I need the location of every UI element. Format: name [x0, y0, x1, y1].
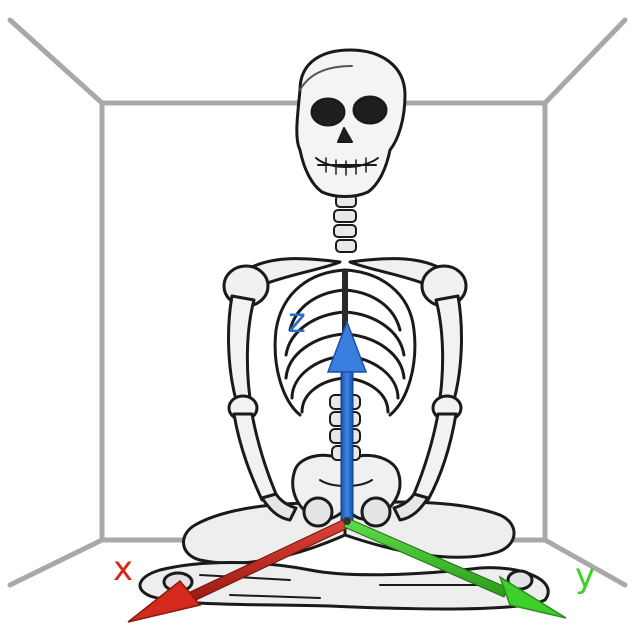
axes-origin [343, 517, 351, 525]
skeleton-skull [297, 50, 405, 197]
y-axis-label: y [575, 556, 595, 596]
room-edge-bottom-left-diagonal [10, 540, 102, 585]
room-edge-top-right-diagonal [545, 20, 625, 103]
room-edge-top-left-diagonal [10, 20, 102, 103]
x-axis-label: x [113, 549, 133, 589]
z-axis-label: z [288, 301, 306, 341]
